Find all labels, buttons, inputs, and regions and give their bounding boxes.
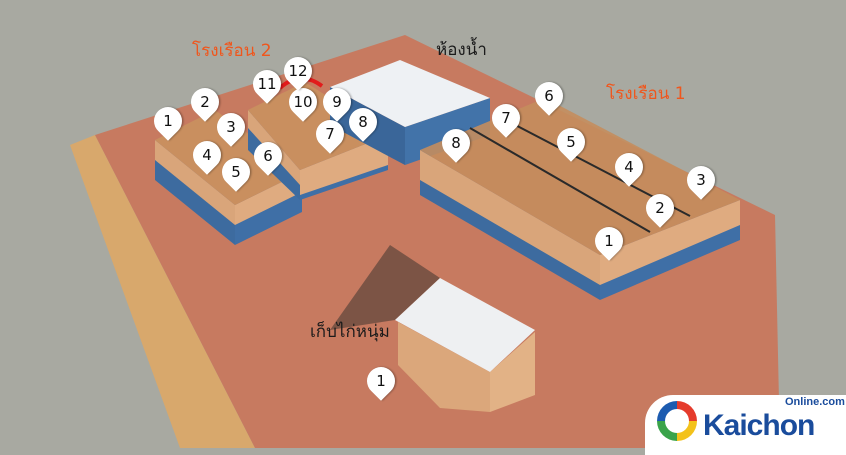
pin-number: 1 (163, 112, 173, 130)
pin-number: 7 (325, 125, 335, 143)
pin-number: 8 (358, 113, 368, 131)
logo-name: Kaichon (703, 409, 815, 442)
house-1-label: โรงเรือน 1 (606, 84, 686, 104)
storage-building (330, 245, 535, 412)
pin-number: 1 (376, 372, 386, 390)
rooster-icon (657, 401, 697, 441)
pin-number: 11 (257, 75, 277, 93)
pin-number: 2 (200, 93, 210, 111)
pin-number: 3 (226, 118, 236, 136)
pin-number: 7 (501, 109, 511, 127)
storage-label: เก็บไก่หนุ่ม (310, 322, 390, 342)
pin-number: 3 (696, 171, 706, 189)
pin-number: 10 (293, 93, 313, 111)
house-2-label: โรงเรือน 2 (192, 41, 272, 61)
pin-number: 6 (544, 87, 554, 105)
pin-number: 5 (231, 163, 241, 181)
pin-number: 1 (604, 232, 614, 250)
pin-number: 8 (451, 134, 461, 152)
pin-number: 2 (655, 199, 665, 217)
pin-number: 4 (624, 158, 634, 176)
pin-number: 5 (566, 133, 576, 151)
pin-number: 6 (263, 147, 273, 165)
pin-number: 9 (332, 93, 342, 111)
restroom-label: ห้องน้ำ (436, 40, 487, 60)
logo-sub: Online.com (785, 396, 845, 408)
pin-number: 12 (288, 62, 308, 80)
sand-strip (70, 135, 255, 448)
kaichon-logo: Kaichon Online.com (645, 395, 846, 455)
pin-number: 4 (202, 146, 212, 164)
